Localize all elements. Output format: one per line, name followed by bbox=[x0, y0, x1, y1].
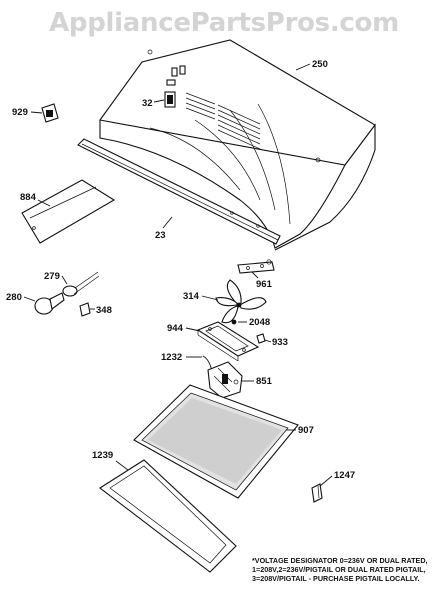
label-1247: 1247 bbox=[334, 470, 355, 481]
bracket-961 bbox=[237, 259, 275, 274]
label-32: 32 bbox=[142, 98, 153, 109]
label-1239: 1239 bbox=[92, 450, 113, 461]
clip-1247 bbox=[311, 483, 323, 503]
label-279: 279 bbox=[44, 271, 60, 282]
label-280: 280 bbox=[6, 292, 22, 303]
voltage-note: *VOLTAGE DESIGNATOR 0=236V OR DUAL RATED… bbox=[252, 556, 444, 583]
fan-blade bbox=[215, 279, 267, 324]
clip-348 bbox=[79, 302, 91, 317]
label-851: 851 bbox=[256, 376, 273, 387]
label-884: 884 bbox=[20, 192, 37, 203]
switch-plate bbox=[164, 91, 176, 108]
fan-motor bbox=[207, 361, 243, 399]
rocker-switch bbox=[41, 103, 59, 123]
label-1232: 1232 bbox=[161, 352, 182, 363]
voltage-note-line: *VOLTAGE DESIGNATOR 0=236V OR DUAL RATED… bbox=[252, 556, 428, 565]
grease-shield bbox=[21, 179, 116, 244]
light-bulb bbox=[34, 292, 65, 315]
label-348: 348 bbox=[96, 305, 112, 316]
label-314: 314 bbox=[183, 291, 200, 302]
nut-2048 bbox=[231, 319, 237, 325]
range-hood-body bbox=[99, 39, 376, 251]
label-929: 929 bbox=[12, 107, 28, 118]
filter-frame bbox=[99, 459, 237, 573]
label-944: 944 bbox=[167, 323, 184, 334]
watermark: AppliancePartsPros.com bbox=[49, 8, 399, 38]
front-trim-strip bbox=[77, 138, 281, 245]
label-933: 933 bbox=[272, 337, 288, 348]
lamp-socket bbox=[62, 271, 100, 297]
part-933 bbox=[256, 333, 266, 344]
motor-bracket bbox=[196, 321, 260, 362]
grease-filter bbox=[133, 384, 299, 499]
voltage-note-line: 1=208V,2=236V/PIGTAIL OR DUAL RATED PIGT… bbox=[252, 565, 426, 574]
label-2048: 2048 bbox=[249, 317, 270, 328]
voltage-note-line: 3=208V/PIGTAIL - PURCHASE PIGTAIL LOCALL… bbox=[252, 574, 420, 583]
vent-slots bbox=[185, 92, 261, 150]
label-961: 961 bbox=[256, 279, 273, 290]
label-23: 23 bbox=[155, 230, 166, 241]
label-250: 250 bbox=[312, 59, 328, 70]
label-907: 907 bbox=[298, 425, 314, 436]
